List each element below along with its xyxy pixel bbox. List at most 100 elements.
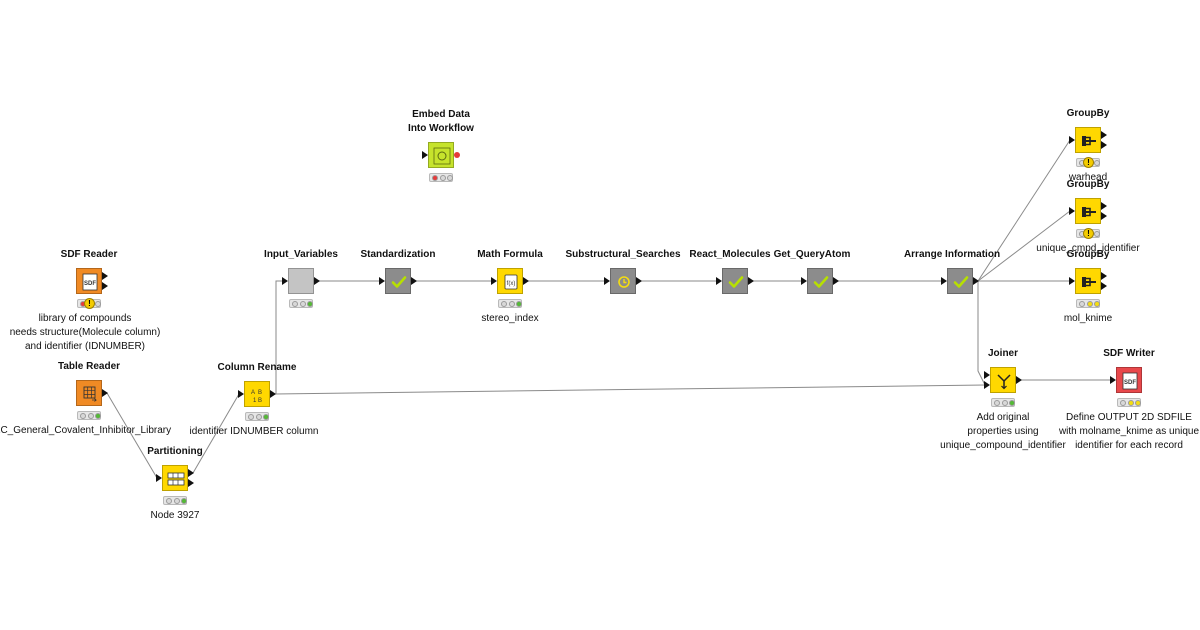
node-title[interactable]: SDF Writer	[1103, 348, 1155, 359]
ports-substructural[interactable]	[604, 277, 642, 285]
node-title[interactable]: GroupBy	[1066, 108, 1110, 119]
node-title[interactable]: GroupBy	[1066, 249, 1110, 260]
node-title[interactable]: React_Molecules	[689, 249, 771, 260]
node-table-reader[interactable]	[76, 380, 102, 406]
node-annotation[interactable]: properties using	[967, 426, 1039, 437]
node-annotation[interactable]: warhead	[1068, 172, 1108, 183]
node-title[interactable]: GroupBy	[1066, 179, 1110, 190]
node-title[interactable]: Math Formula	[477, 249, 543, 260]
node-joiner[interactable]	[990, 367, 1016, 393]
node-glyph-icon	[618, 276, 630, 288]
node-status-indicator	[1117, 398, 1141, 407]
status-light	[432, 175, 438, 181]
node-groupby2[interactable]	[1075, 198, 1101, 224]
status-light	[1094, 301, 1100, 307]
ports-react_molecules[interactable]	[716, 277, 754, 285]
node-title[interactable]: Embed Data	[412, 109, 470, 120]
node-sdf-writer[interactable]: SDF	[1116, 367, 1142, 393]
node-title[interactable]: Get_QueryAtom	[773, 249, 851, 260]
ports-get_queryatom[interactable]	[801, 277, 839, 285]
groupby-icon	[1082, 207, 1096, 217]
node-annotation[interactable]: identifier for each record	[1075, 440, 1183, 451]
svg-text:A: A	[251, 390, 255, 396]
node-sdf-reader[interactable]: SDF	[76, 268, 102, 294]
svg-text:B: B	[258, 390, 262, 396]
node-partitioning[interactable]	[162, 465, 188, 491]
node-groupby1[interactable]	[1075, 127, 1101, 153]
status-light	[1127, 400, 1134, 406]
status-light	[1079, 301, 1085, 307]
node-annotation[interactable]: unique_compound_identifier	[940, 440, 1066, 451]
ports-joiner[interactable]	[984, 371, 1022, 389]
node-annotation[interactable]: unique_cmpd_identifier	[1036, 243, 1140, 254]
node-title[interactable]: Column Rename	[217, 362, 297, 373]
node-annotation[interactable]: with molname_knime as unique	[1058, 426, 1200, 437]
ports-groupby1[interactable]	[1069, 131, 1107, 149]
ports-table_reader[interactable]	[102, 389, 108, 397]
status-light	[95, 413, 101, 419]
node-annotation[interactable]: mol_knime	[1063, 313, 1113, 324]
status-light	[439, 175, 446, 181]
node-glyph-icon	[433, 147, 451, 165]
warning-icon: !	[1083, 228, 1094, 239]
node-annotation[interactable]: and identifier (IDNUMBER)	[24, 341, 146, 352]
status-light	[1009, 400, 1015, 406]
node-substructural[interactable]	[610, 268, 636, 294]
ports-sdf_reader[interactable]	[102, 272, 108, 290]
node-standardization[interactable]	[385, 268, 411, 294]
connection-arrange-to-groupby2	[977, 210, 1071, 282]
status-light	[248, 414, 254, 420]
node-annotation[interactable]: stereo_index	[481, 313, 539, 324]
ports-groupby3[interactable]	[1069, 272, 1107, 290]
status-light	[299, 301, 306, 307]
node-annotation[interactable]: LC_General_Covalent_Inhibitor_Library	[0, 425, 172, 436]
node-status-indicator	[289, 299, 313, 308]
node-annotation[interactable]: Node 3927	[150, 510, 200, 521]
node-math-formula[interactable]: f(x)	[497, 268, 523, 294]
ports-partitioning[interactable]	[156, 469, 194, 487]
node-annotation[interactable]: Add original	[976, 412, 1030, 423]
groupby-icon	[1082, 136, 1096, 146]
node-arrange[interactable]	[947, 268, 973, 294]
groupby-icon	[1082, 277, 1096, 287]
node-embed[interactable]	[428, 142, 454, 168]
node-title[interactable]: Into Workflow	[408, 123, 474, 134]
ports-column_rename[interactable]	[238, 390, 276, 398]
status-light	[80, 413, 86, 419]
node-title[interactable]: Input_Variables	[264, 249, 338, 260]
node-title[interactable]: SDF Reader	[60, 249, 118, 260]
node-title[interactable]: Arrange Information	[903, 249, 1001, 260]
node-annotation[interactable]: needs structure(Molecule column)	[9, 327, 161, 338]
node-annotation[interactable]: library of compounds	[38, 313, 132, 324]
node-status-indicator	[1076, 299, 1100, 308]
node-title[interactable]: Partitioning	[147, 446, 203, 457]
ports-math_formula[interactable]	[491, 277, 529, 285]
ports-groupby2[interactable]	[1069, 202, 1107, 220]
node-annotation[interactable]: Define OUTPUT 2D SDFILE	[1066, 412, 1192, 423]
ports-arrange[interactable]	[941, 277, 979, 285]
node-title[interactable]: Substructural_Searches	[565, 249, 681, 260]
ports-embed[interactable]	[422, 151, 460, 159]
status-light	[292, 301, 298, 307]
node-groupby3[interactable]	[1075, 268, 1101, 294]
node-title[interactable]: Standardization	[360, 249, 436, 260]
warning-icon: !	[84, 298, 95, 309]
node-annotation[interactable]: identifier IDNUMBER column	[189, 426, 319, 437]
node-react-molecules[interactable]	[722, 268, 748, 294]
node-input-variables[interactable]	[288, 268, 314, 294]
svg-text:SDF: SDF	[1124, 380, 1136, 386]
node-get-queryatom[interactable]	[807, 268, 833, 294]
node-glyph-icon	[813, 276, 829, 288]
svg-text:1: 1	[253, 398, 257, 404]
ports-input_variables[interactable]	[282, 277, 320, 285]
node-status-indicator	[245, 412, 269, 421]
node-title[interactable]: Joiner	[987, 348, 1019, 359]
ports-sdf_writer[interactable]	[1110, 376, 1116, 384]
node-glyph-icon	[289, 269, 315, 295]
node-title[interactable]: Table Reader	[57, 361, 121, 372]
ports-standardization[interactable]	[379, 277, 417, 285]
sdf-file-icon: SDF	[82, 273, 98, 291]
